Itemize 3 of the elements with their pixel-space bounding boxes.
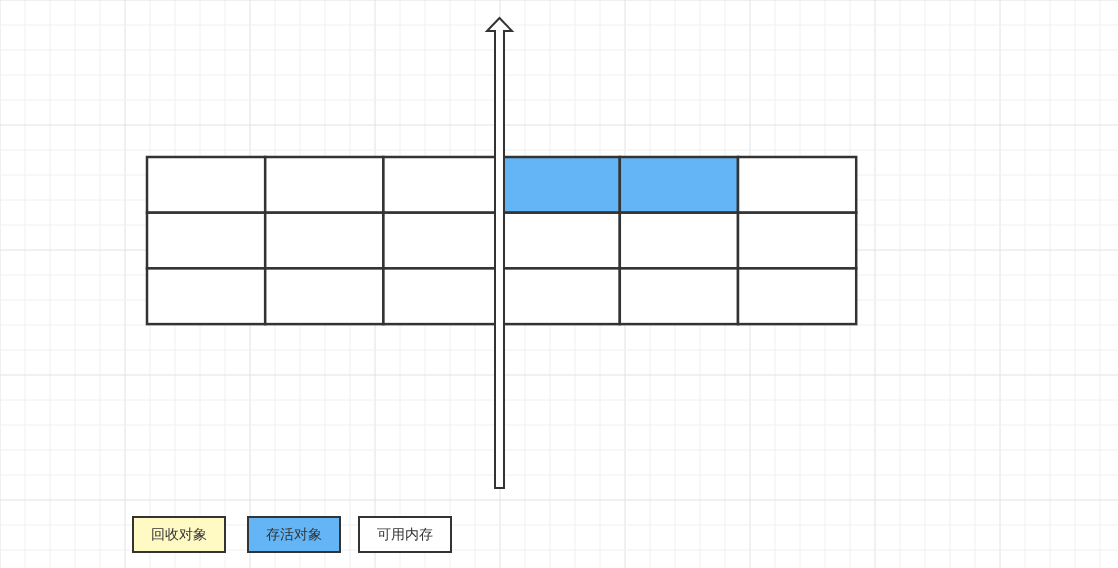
legend-item: 存活对象 [247,516,341,553]
legend-item: 可用内存 [358,516,452,553]
legend-item: 回收对象 [132,516,226,553]
